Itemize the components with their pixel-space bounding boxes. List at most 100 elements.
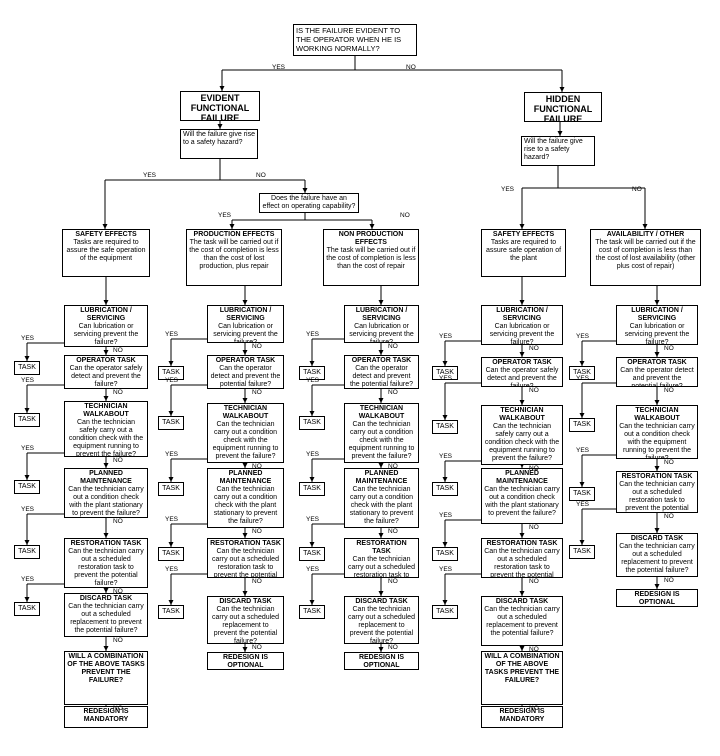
no-label: NO	[388, 389, 398, 396]
connector-arrowhead	[103, 396, 109, 401]
connector-arrowhead	[168, 411, 174, 416]
step-question: Can the technician carry out a scheduled…	[212, 548, 279, 578]
no-label: NO	[113, 637, 123, 644]
yes-label: YES	[165, 516, 179, 523]
step-question: Can the technician carry out a condition…	[213, 486, 278, 525]
step-title: DISCARD TASK	[630, 535, 684, 542]
no-label: NO	[664, 387, 674, 394]
connector-arrowhead	[103, 350, 109, 355]
step-title: DISCARD TASK	[495, 598, 549, 605]
step-title: PLANNED MAINTENANCE	[80, 470, 132, 485]
yes-label: YES	[439, 512, 453, 519]
step-question: Can the technician carry out a scheduled…	[68, 548, 144, 587]
availability-effects-box: AVAILABILITY / OTHER The task will be ca…	[590, 229, 701, 286]
connector-arrowhead	[102, 224, 108, 229]
yes-label: YES	[306, 516, 320, 523]
yes-label: YES	[21, 335, 35, 342]
production-column-step-7: REDESIGN IS OPTIONAL	[207, 652, 284, 670]
root-question: IS THE FAILURE EVIDENT TO THE OPERATOR W…	[296, 26, 402, 53]
step-question: Can the technician carry out a condition…	[212, 421, 279, 460]
yes-label: YES	[576, 333, 590, 340]
safety-column-step-8: REDESIGN IS MANDATORY	[64, 706, 148, 728]
step-question: Can lubrication or servicing prevent the…	[73, 323, 139, 346]
no-label: NO	[529, 705, 539, 712]
task-box: TASK	[299, 482, 325, 496]
connector-arrowhead	[579, 361, 585, 366]
decision-label: YES	[143, 172, 157, 179]
task-box: TASK	[432, 605, 458, 619]
no-label: NO	[252, 463, 262, 470]
decision-label: NO	[256, 172, 266, 179]
step-question: Can the operator safely detect and preve…	[485, 367, 559, 387]
no-label: NO	[529, 646, 539, 653]
task-box: TASK	[158, 482, 184, 496]
yes-label: YES	[306, 331, 320, 338]
task-box: TASK	[432, 366, 458, 380]
no-label: NO	[388, 528, 398, 535]
yes-label: YES	[21, 506, 35, 513]
step-title: RESTORATION TASK	[356, 540, 407, 555]
connector-arrowhead	[168, 542, 174, 547]
step-question: Can the technician safely carry out a co…	[484, 423, 560, 462]
no-label: NO	[113, 389, 123, 396]
safety-effects-box: SAFETY EFFECTS Tasks are required to ass…	[62, 229, 150, 277]
connector-arrowhead	[369, 224, 375, 229]
production-effects-box: PRODUCTION EFFECTS The task will be carr…	[186, 229, 282, 286]
step-title: LUBRICATION / SERVICING	[80, 307, 132, 322]
step-question: Can the operator detect and prevent the …	[210, 365, 281, 388]
evident-safety-question: Will the failure give rise to a safety h…	[180, 129, 258, 159]
yes-label: YES	[439, 333, 453, 340]
connector-arrowhead	[168, 600, 174, 605]
no-label: NO	[252, 389, 262, 396]
decision-label: YES	[272, 64, 286, 71]
step-question: Can the operator safely detect and preve…	[69, 365, 143, 388]
yes-label: YES	[165, 377, 179, 384]
step-title: LUBRICATION / SERVICING	[355, 307, 408, 322]
connector-arrowhead	[242, 533, 248, 538]
task-box: TASK	[14, 413, 40, 427]
task-box: TASK	[14, 545, 40, 559]
step-question: Can lubrication or servicing prevent the…	[349, 323, 414, 343]
connector-arrowhead	[302, 188, 308, 193]
connector-arrowhead	[217, 124, 223, 129]
connector-arrowhead	[24, 475, 30, 480]
connector-arrowhead	[103, 646, 109, 651]
step-question: Can the technician carry out a condition…	[349, 486, 414, 525]
evident-failure-box: EVIDENT FUNCTIONAL FAILURE	[180, 91, 260, 121]
connector-arrowhead	[378, 647, 384, 652]
task-box: TASK	[299, 366, 325, 380]
decision-label: NO	[400, 212, 410, 219]
task-box: TASK	[158, 366, 184, 380]
hidden-safety-column-step-8: REDESIGN IS MANDATORY	[481, 706, 563, 728]
no-label: NO	[529, 387, 539, 394]
no-label: NO	[664, 345, 674, 352]
no-label: NO	[388, 343, 398, 350]
yes-label: YES	[165, 451, 179, 458]
yes-label: YES	[576, 375, 590, 382]
step-title: RESTORATION TASK	[621, 473, 693, 480]
hidden-failure-box: HIDDEN FUNCTIONAL FAILURE	[524, 92, 602, 122]
decision-label: NO	[406, 64, 416, 71]
connector-arrowhead	[378, 463, 384, 468]
connector-arrowhead	[309, 411, 315, 416]
no-label: NO	[252, 644, 262, 651]
connector-arrowhead	[103, 533, 109, 538]
non-production-effects-box: NON PRODUCTION EFFECTS The task will be …	[323, 229, 419, 286]
yes-label: YES	[576, 501, 590, 508]
no-label: NO	[388, 463, 398, 470]
connector-arrowhead	[442, 361, 448, 366]
step-question: WILL A COMBINATION OF THE ABOVE TASKS PR…	[484, 653, 560, 684]
